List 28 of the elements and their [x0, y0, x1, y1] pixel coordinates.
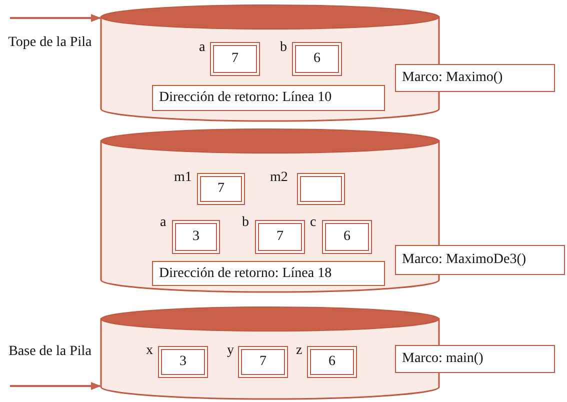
value-field: 6 — [307, 346, 357, 378]
frame-label: Marco: Maximo() — [395, 64, 555, 92]
value-field: 7 — [238, 346, 288, 378]
variable-name: x — [146, 343, 153, 359]
variable-name: b — [280, 40, 287, 56]
variable-name: z — [296, 343, 302, 359]
frame-label: Marco: MaximoDe3() — [395, 245, 565, 275]
variable-name: y — [227, 343, 234, 359]
variable-name: m1 — [174, 170, 192, 186]
variable-name: m2 — [270, 170, 288, 186]
variable-name: b — [242, 215, 249, 231]
value-field: 7 — [210, 42, 260, 76]
stack-pointer-label: Base de la Pila — [8, 343, 92, 361]
frame-label: Dirección de retorno: Línea 18 — [152, 261, 385, 286]
variable-name: a — [199, 40, 206, 56]
frame-label: Marco: main() — [395, 345, 555, 373]
variable-name: a — [160, 215, 166, 231]
value-field: 6 — [322, 220, 372, 254]
value-field: 6 — [292, 42, 342, 76]
value-field: 3 — [172, 220, 220, 254]
value-field: 3 — [158, 346, 208, 378]
variable-name: c — [310, 215, 316, 231]
value-field: 7 — [197, 173, 245, 205]
frame-label: Dirección de retorno: Línea 10 — [152, 85, 385, 111]
arrow — [10, 382, 101, 390]
stack-pointer-label: Tope de la Pila — [7, 34, 93, 52]
arrow — [10, 14, 101, 22]
value-field: 7 — [255, 220, 305, 254]
